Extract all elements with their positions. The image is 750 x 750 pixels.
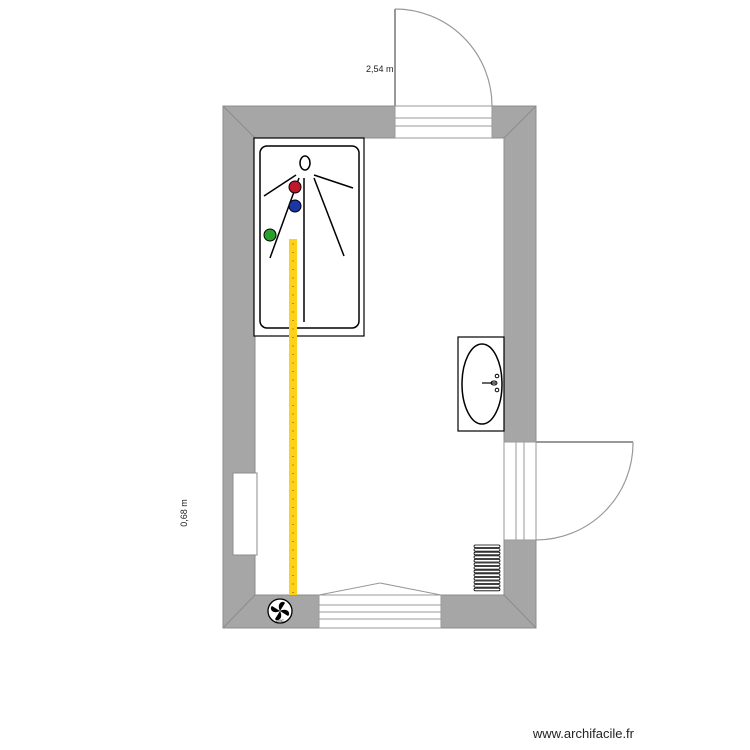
door-swing	[535, 441, 634, 541]
door-right	[503, 441, 634, 541]
wall-niche	[232, 472, 258, 556]
dimension-label-left: 0,68 m	[178, 499, 189, 527]
door-swing	[394, 8, 493, 107]
shower-head	[299, 155, 311, 171]
window-bottom	[318, 582, 442, 629]
cold-water-tap-icon	[288, 199, 302, 213]
radiator-slat	[473, 559, 501, 563]
radiator-slat	[473, 551, 501, 556]
measuring-tape	[289, 239, 297, 595]
radiator-slat	[473, 569, 501, 574]
watermark: www.archifacile.fr	[532, 726, 634, 741]
radiator-slat	[473, 587, 501, 592]
radiator-slat	[473, 580, 501, 584]
door-top	[394, 8, 493, 139]
dimension-label-top: 2,54 m	[366, 64, 394, 74]
radiator-slat	[473, 577, 501, 581]
fan-label: VMC	[276, 618, 285, 623]
radiator-slat	[473, 584, 501, 588]
ventilation-fan-icon: VMC	[267, 598, 293, 624]
radiator-slat	[473, 548, 501, 552]
radiator-slat	[473, 566, 501, 570]
shower-tray	[253, 137, 365, 337]
radiator-slat	[473, 573, 501, 577]
tape-ticks	[292, 243, 294, 593]
radiator-slat	[473, 562, 501, 566]
green-point-icon	[263, 228, 277, 242]
towel-radiator	[473, 544, 501, 592]
washbasin	[457, 336, 505, 432]
radiator-slat	[473, 555, 501, 559]
hot-water-tap-icon	[288, 180, 302, 194]
radiator-slat	[473, 544, 501, 548]
